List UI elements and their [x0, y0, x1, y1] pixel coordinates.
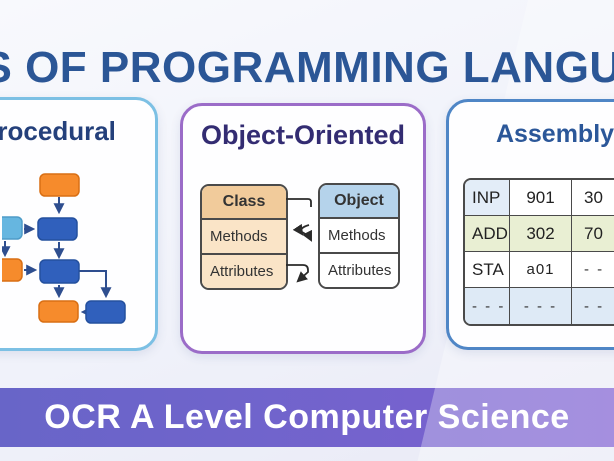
- object-table: Object Methods Attributes: [318, 183, 400, 289]
- card-procedural: Procedural: [0, 97, 158, 351]
- class-object-relation-arrows-icon: [286, 198, 312, 283]
- card-object-oriented: Object-Oriented Class Methods Attributes…: [180, 103, 426, 354]
- class-table: Class Methods Attributes: [200, 184, 288, 290]
- flow-boxes: [2, 173, 126, 324]
- flow-box-blue-3: [85, 300, 126, 324]
- asm-cell-r2c1: ADD: [465, 216, 510, 252]
- asm-cell-r3c3: - -: [572, 252, 614, 288]
- flow-box-orange-top: [39, 173, 80, 197]
- asm-cell-r1c3: 30: [572, 180, 614, 216]
- flow-arrows: [2, 197, 112, 318]
- class-row-methods: Methods: [202, 220, 286, 253]
- footer-banner: OCR A Level Computer Science: [0, 388, 614, 447]
- flow-box-blue-2: [39, 259, 80, 284]
- asm-cell-r1c2: 901: [510, 180, 572, 216]
- message-arrow-right-icon: [296, 229, 312, 242]
- flow-box-blue-1: [37, 217, 78, 241]
- message-arrow-left-icon: [292, 223, 310, 236]
- page-title: TYPES OF PROGRAMMING LANGUAGES: [0, 43, 614, 93]
- asm-cell-r2c3: 70: [572, 216, 614, 252]
- asm-cell-r1c1: INP: [465, 180, 510, 216]
- procedural-card-title: Procedural: [0, 116, 116, 146]
- object-row-methods: Methods: [320, 219, 398, 252]
- assembly-opcode-table: INP 901 30 ADD 302 70 STA a01 - - - - - …: [463, 178, 614, 326]
- asm-cell-r4c3: - -: [572, 288, 614, 324]
- assembly-card-title: Assembly: [495, 120, 614, 148]
- class-row-attributes: Attributes: [202, 253, 286, 288]
- flow-box-orange-left: [2, 258, 23, 282]
- instantiation-arrow-icon: [286, 198, 312, 207]
- card-assembly: Assembly INP 901 30 ADD 302 70 STA a01 -…: [446, 99, 614, 350]
- object-row-attributes: Attributes: [320, 252, 398, 287]
- flow-box-orange-bottom: [38, 300, 79, 323]
- asm-cell-r3c1: STA: [465, 252, 510, 288]
- footer-text: OCR A Level Computer Science: [44, 398, 570, 436]
- asm-cell-r3c2: a01: [510, 252, 572, 288]
- flow-box-lightblue: [2, 216, 23, 240]
- oop-card-title: Object-Oriented: [200, 120, 406, 150]
- asm-cell-r2c2: 302: [510, 216, 572, 252]
- object-table-header: Object: [320, 185, 398, 219]
- class-table-header: Class: [202, 186, 286, 220]
- asm-cell-r4c1: - - -: [465, 288, 510, 324]
- attribute-hook-arrow-icon: [286, 264, 309, 283]
- procedural-flowchart-icon: [2, 173, 126, 324]
- asm-cell-r4c2: - - -: [510, 288, 572, 324]
